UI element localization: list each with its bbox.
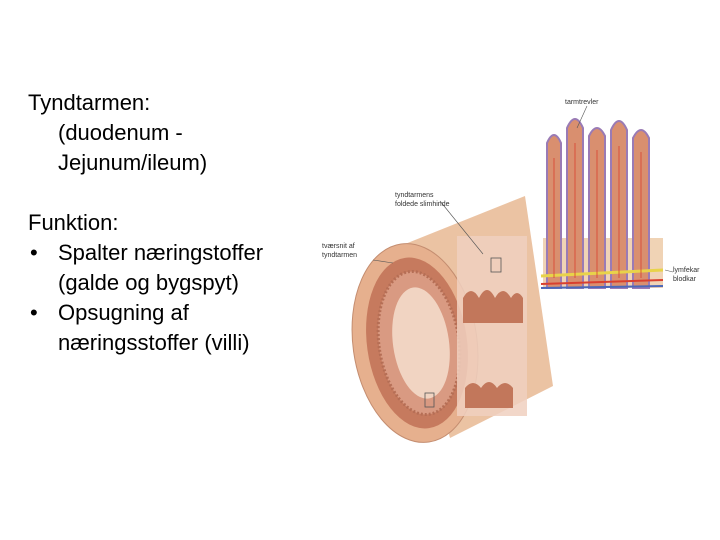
mucosa-folds [463, 290, 523, 323]
label-fold-line2: foldede slimhinde [395, 201, 450, 208]
slide-text: Tyndtarmen: (duodenum - Jejunum/ileum) F… [28, 88, 328, 358]
spacer [28, 178, 328, 208]
bullet-item: • Spalter næringstoffer (galde og bygspy… [28, 238, 328, 298]
label-cross-line2: tyndtarmen [322, 252, 357, 259]
bullet-line: (galde og bygspyt) [58, 268, 328, 298]
title-line-1: Tyndtarmen: [28, 88, 328, 118]
title-line-2: (duodenum - [28, 118, 328, 148]
label-cross-line1: tværsnit af [322, 243, 355, 250]
bullet-item: • Opsugning af næringsstoffer (villi) [28, 298, 328, 358]
label-villi: tarmtrevler [565, 99, 599, 106]
label-blood: blodkar [673, 276, 697, 283]
function-heading: Funktion: [28, 208, 328, 238]
bullet-line: næringsstoffer (villi) [58, 328, 328, 358]
mucosa-folds [465, 382, 513, 408]
label-lymph: lymfekar [673, 267, 700, 274]
title-line-3: Jejunum/ileum) [28, 148, 328, 178]
intestine-illustration: tarmtrevler tyndtarmens foldede slimhind… [315, 88, 715, 460]
function-list: • Spalter næringstoffer (galde og bygspy… [28, 238, 328, 358]
leader-line [665, 270, 673, 272]
bullet-line: Spalter næringstoffer [58, 238, 328, 268]
bullet-line: Opsugning af [58, 298, 328, 328]
label-fold-line1: tyndtarmens [395, 192, 434, 199]
bullet-symbol: • [30, 238, 38, 268]
bullet-symbol: • [30, 298, 38, 328]
